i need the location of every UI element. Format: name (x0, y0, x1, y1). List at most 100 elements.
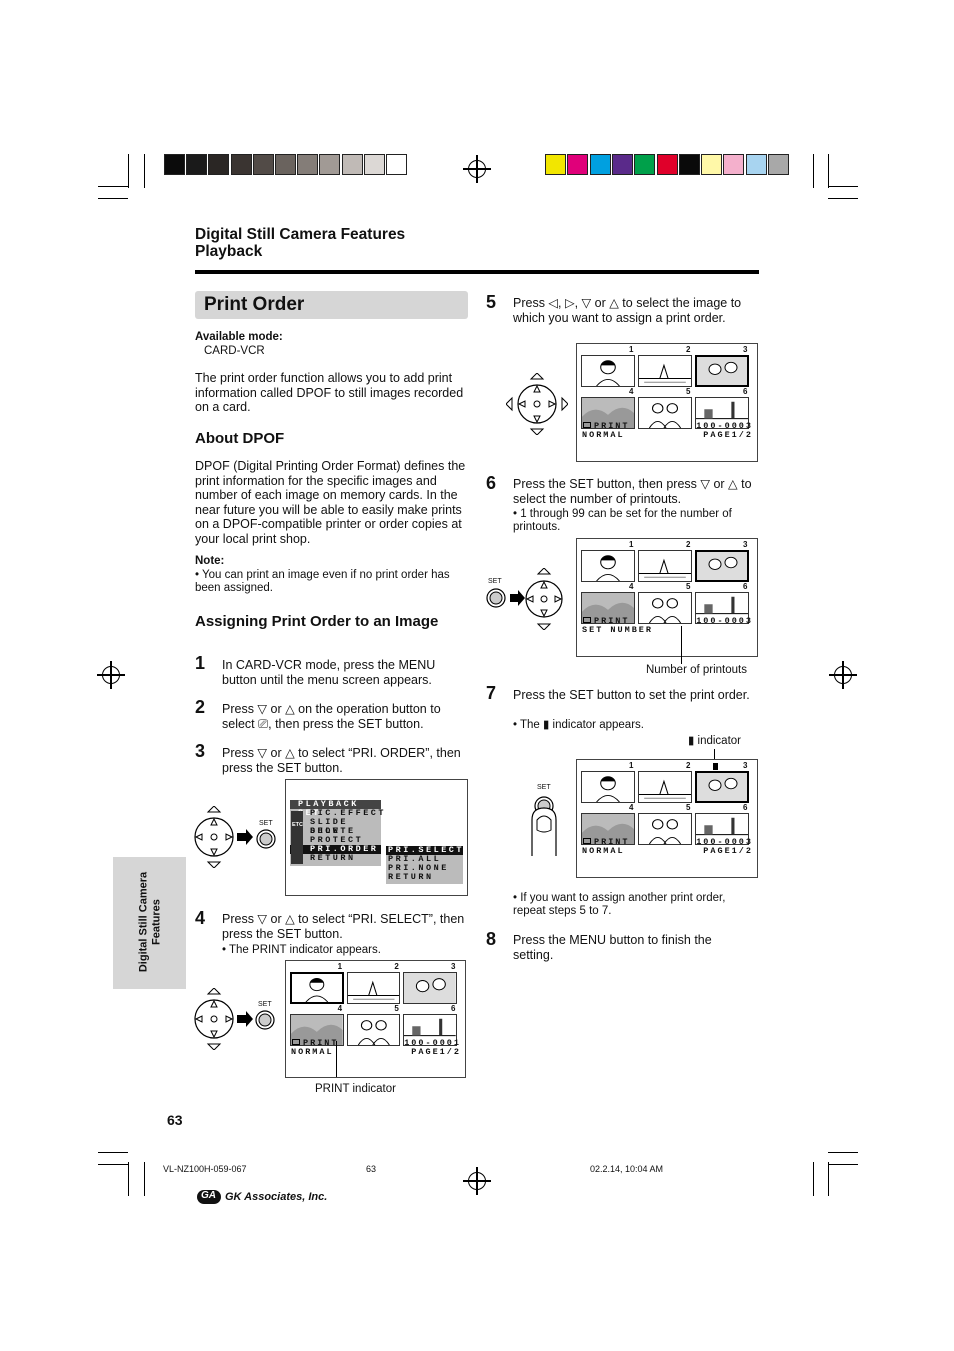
step-text: In CARD-VCR mode, press the MENU button … (222, 658, 436, 687)
step-number: 3 (195, 741, 206, 761)
file-number-text: 100-0003 (696, 837, 753, 847)
thumbnail-image[interactable] (581, 550, 635, 582)
thumbnail-image[interactable] (638, 397, 692, 429)
page-indicator-text: PAGE1/2 (703, 430, 753, 440)
file-number-text: 100-0001 (404, 1038, 461, 1048)
step-text: Press the MENU button to finish the sett… (513, 933, 712, 962)
thumbnail-image[interactable] (695, 813, 749, 845)
print-icon (583, 838, 591, 844)
thumbnail-number: 3 (743, 761, 748, 770)
color-swatch (768, 154, 789, 175)
crop-mark (98, 198, 128, 199)
available-mode-label: Available mode: (195, 331, 283, 343)
footer-company: GK Associates, Inc. (225, 1191, 328, 1203)
crop-mark (128, 154, 129, 188)
gray-swatch (208, 154, 230, 175)
menu-item[interactable]: PROTECT (310, 835, 364, 845)
footer-page: 63 (366, 1164, 377, 1174)
registration-mark-icon (463, 1167, 491, 1195)
crop-mark (828, 198, 858, 199)
gray-swatch (319, 154, 341, 175)
gray-swatch (230, 154, 252, 175)
callout-line (714, 749, 715, 765)
step-number: 5 (486, 292, 497, 312)
operation-button-illustration: SET (194, 987, 282, 1051)
thumbnail-image[interactable] (581, 355, 635, 387)
number-of-printouts-label: Number of printouts (646, 664, 747, 676)
about-text: DPOF (Digital Printing Order Format) def… (195, 459, 466, 546)
header-line-2: Playback (195, 243, 263, 260)
thumbnail-image[interactable] (290, 972, 344, 1004)
title-bar: Print Order (195, 291, 468, 319)
menu-item[interactable]: DELETE (310, 826, 356, 836)
thumbnail-image[interactable] (346, 972, 401, 1004)
finger-pressing-set-illustration: SET (528, 784, 560, 856)
thumbnail-number: 5 (394, 1004, 399, 1013)
thumbnail-image[interactable] (290, 1014, 344, 1046)
page-title: Print Order (204, 294, 305, 315)
menu-item[interactable]: PIC.EFFECT (310, 808, 387, 818)
color-swatch (567, 154, 589, 175)
thumbnail-image[interactable] (638, 550, 692, 582)
color-swatch (589, 154, 611, 175)
thumbnail-image[interactable] (695, 592, 749, 624)
thumbnail-image[interactable] (638, 355, 692, 387)
assign-heading: Assigning Print Order to an Image (195, 613, 439, 630)
print-icon (583, 422, 591, 428)
thumbnail-image[interactable] (581, 592, 635, 624)
step-number: 1 (195, 653, 206, 673)
step-number: 4 (195, 908, 206, 928)
indicator-label: ▮ indicator (688, 735, 741, 747)
thumbnail-image[interactable] (695, 771, 749, 803)
operation-button-illustration: SET (194, 805, 282, 869)
crop-mark (828, 154, 829, 188)
callout-line (336, 1041, 337, 1077)
company-logo: GA (197, 1190, 221, 1204)
crop-mark (98, 1152, 128, 1153)
submenu-item[interactable]: RETURN (388, 872, 434, 882)
gray-swatch (297, 154, 319, 175)
thumbnail-number: 4 (337, 1004, 343, 1013)
thumbnail-image[interactable] (638, 771, 692, 803)
color-swatch (701, 154, 723, 175)
menu-item[interactable]: SLIDE SHOW (310, 817, 349, 836)
thumbnail-number: 2 (686, 540, 691, 549)
thumbnail-image[interactable] (346, 1014, 401, 1046)
etc-icon: ETC (292, 822, 303, 828)
thumbnail-image[interactable] (638, 592, 692, 624)
step-number: 6 (486, 473, 497, 493)
step-text: Press ◁, ▷, ▽ or △ to select the image t… (513, 296, 742, 325)
gray-swatch (186, 154, 208, 175)
gray-swatch (363, 154, 385, 175)
thumbnail-image[interactable] (581, 771, 635, 803)
menu-side-icons: ETC (291, 811, 303, 864)
page-number: 63 (167, 1112, 183, 1128)
thumbnail-image[interactable] (695, 397, 749, 429)
submenu-item[interactable]: PRI.SELECT (386, 845, 465, 855)
submenu-item[interactable]: PRI.NONE (388, 863, 449, 873)
menu-item[interactable]: RETURN (310, 853, 356, 863)
header-rule (195, 270, 759, 274)
submenu-item[interactable]: PRI.ALL (388, 854, 442, 864)
thumbnail-image[interactable] (638, 813, 692, 845)
print-mode-text: NORMAL (582, 846, 625, 856)
color-swatch (545, 154, 566, 175)
thumbnail-image[interactable] (403, 972, 457, 1004)
crop-mark (144, 154, 145, 188)
registration-mark-icon (463, 155, 491, 183)
thumbnail-number: 5 (686, 582, 691, 591)
menu-item[interactable]: PRI.ORDER (290, 845, 381, 854)
thumbnail-number: 5 (686, 387, 691, 396)
thumbnail-image[interactable] (695, 355, 749, 387)
section-header: Digital Still Camera Features Playback (195, 226, 405, 260)
thumbnail-image[interactable] (695, 550, 749, 582)
thumbnail-image[interactable] (403, 1014, 457, 1046)
thumbnail-number: 4 (629, 803, 634, 812)
